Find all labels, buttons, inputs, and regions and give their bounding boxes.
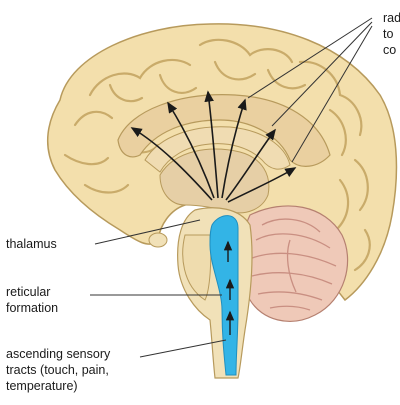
label-ascending-3: temperature) bbox=[6, 379, 78, 393]
cerebellum-folia bbox=[251, 218, 337, 311]
label-ascending-2: tracts (touch, pain, bbox=[6, 363, 109, 377]
label-reticular-1: reticular bbox=[6, 285, 50, 299]
pituitary bbox=[148, 232, 168, 248]
label-radiations-2: to bbox=[383, 27, 393, 41]
label-radiations-3: co bbox=[383, 43, 396, 57]
radiation-arrows bbox=[130, 90, 297, 203]
label-reticular-2: formation bbox=[6, 301, 58, 315]
label-ascending-1: ascending sensory bbox=[6, 347, 111, 361]
label-thalamus: thalamus bbox=[6, 237, 57, 251]
pathway-arrows bbox=[223, 240, 235, 335]
label-radiations-1: rad bbox=[383, 11, 400, 25]
leader-lines bbox=[90, 17, 373, 358]
cortex-sulci bbox=[63, 38, 371, 280]
reticular-pathway bbox=[209, 215, 239, 376]
thalamus-region bbox=[159, 148, 270, 214]
corpus-callosum bbox=[144, 126, 291, 173]
